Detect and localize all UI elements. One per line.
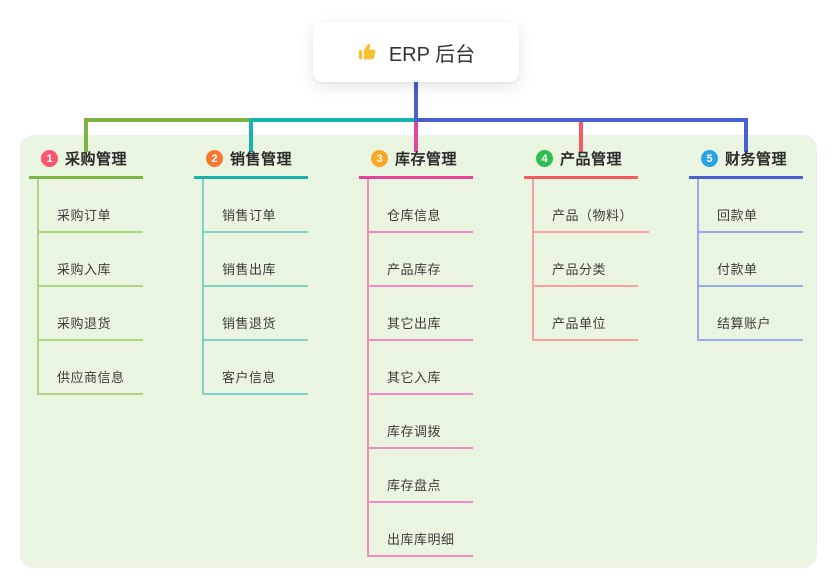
child-node[interactable]: 其它入库 <box>369 341 473 395</box>
branch-column-2: 2 销售管理 销售订单 销售出库 销售退货 客户信息 <box>194 148 308 395</box>
branch-node[interactable]: 5 财务管理 <box>689 148 803 179</box>
connector-root-stem <box>414 82 418 122</box>
connector-drop-1 <box>84 118 88 152</box>
branch-children: 采购订单 采购入库 采购退货 供应商信息 <box>37 179 143 395</box>
child-node[interactable]: 其它出库 <box>369 287 473 341</box>
branch-number-badge: 2 <box>206 150 223 167</box>
root-node[interactable]: ERP 后台 <box>313 22 519 82</box>
child-node[interactable]: 出库库明细 <box>369 503 473 557</box>
child-node[interactable]: 库存盘点 <box>369 449 473 503</box>
child-node[interactable]: 销售订单 <box>204 179 308 233</box>
child-node[interactable]: 销售出库 <box>204 233 308 287</box>
branch-node[interactable]: 4 产品管理 <box>524 148 638 179</box>
connector-drop-3 <box>414 118 418 152</box>
branch-number-badge: 4 <box>536 150 553 167</box>
branch-label: 销售管理 <box>230 151 293 168</box>
child-node[interactable]: 采购退货 <box>39 287 143 341</box>
connector-bus-left-inner <box>249 118 418 122</box>
child-node[interactable]: 产品（物料） <box>534 179 650 233</box>
connector-bus-right <box>414 118 748 122</box>
branch-label: 产品管理 <box>560 151 623 168</box>
branch-children: 回款单 付款单 结算账户 <box>697 179 803 341</box>
branch-label: 库存管理 <box>395 151 458 168</box>
child-node[interactable]: 库存调拨 <box>369 395 473 449</box>
child-node[interactable]: 产品库存 <box>369 233 473 287</box>
mindmap-branches-panel <box>20 135 817 568</box>
branch-number-badge: 1 <box>41 150 58 167</box>
branch-number-badge: 3 <box>371 150 388 167</box>
child-node[interactable]: 产品单位 <box>534 287 638 341</box>
child-node[interactable]: 采购入库 <box>39 233 143 287</box>
branch-children: 产品（物料） 产品分类 产品单位 <box>532 179 650 341</box>
child-node[interactable]: 结算账户 <box>699 287 803 341</box>
branch-label: 财务管理 <box>725 151 788 168</box>
child-node[interactable]: 采购订单 <box>39 179 143 233</box>
child-node[interactable]: 回款单 <box>699 179 803 233</box>
branch-node[interactable]: 2 销售管理 <box>194 148 308 179</box>
connector-drop-2 <box>249 118 253 152</box>
branch-node[interactable]: 1 采购管理 <box>29 148 143 179</box>
branch-label: 采购管理 <box>65 151 128 168</box>
child-node[interactable]: 产品分类 <box>534 233 638 287</box>
child-node[interactable]: 仓库信息 <box>369 179 473 233</box>
root-title: ERP 后台 <box>388 43 476 66</box>
branch-node[interactable]: 3 库存管理 <box>359 148 473 179</box>
branch-number-badge: 5 <box>701 150 718 167</box>
branch-column-5: 5 财务管理 回款单 付款单 结算账户 <box>689 148 803 341</box>
thumbs-up-icon <box>357 41 379 63</box>
connector-drop-5 <box>744 118 748 152</box>
branch-column-1: 1 采购管理 采购订单 采购入库 采购退货 供应商信息 <box>29 148 143 395</box>
branch-children: 销售订单 销售出库 销售退货 客户信息 <box>202 179 308 395</box>
connector-bus-left-outer <box>84 118 253 122</box>
branch-column-4: 4 产品管理 产品（物料） 产品分类 产品单位 <box>524 148 650 341</box>
child-node[interactable]: 客户信息 <box>204 341 308 395</box>
branch-children: 仓库信息 产品库存 其它出库 其它入库 库存调拨 库存盘点 出库库明细 <box>367 179 473 557</box>
child-node[interactable]: 付款单 <box>699 233 803 287</box>
child-node[interactable]: 供应商信息 <box>39 341 143 395</box>
child-node[interactable]: 销售退货 <box>204 287 308 341</box>
branch-column-3: 3 库存管理 仓库信息 产品库存 其它出库 其它入库 库存调拨 库存盘点 出库库… <box>359 148 473 557</box>
connector-drop-4 <box>579 118 583 152</box>
